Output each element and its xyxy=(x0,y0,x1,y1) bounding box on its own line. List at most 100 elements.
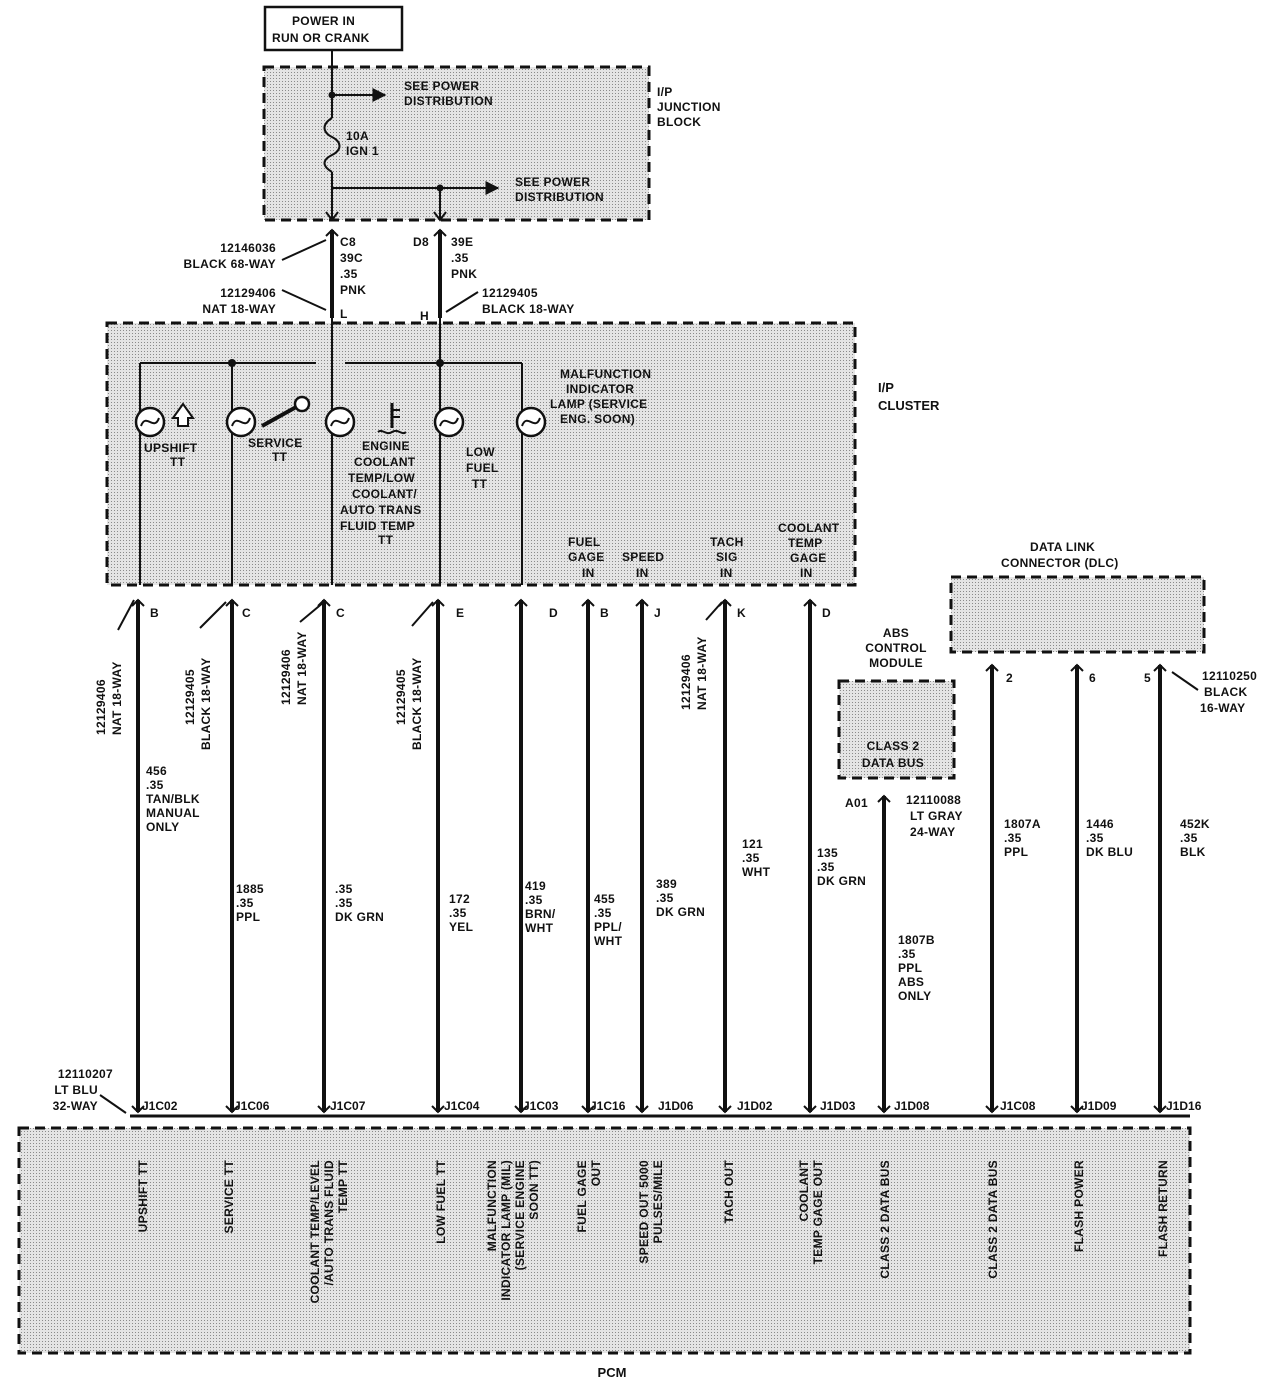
pcm-function-label: TEMP TT xyxy=(336,1160,350,1214)
engine-label-5: AUTO TRANS xyxy=(340,503,421,517)
wire-39c-1: 39C xyxy=(340,251,363,265)
side-conn-3-part: 12129406 xyxy=(279,649,293,705)
connector-chevron xyxy=(514,1105,528,1114)
wire-label: DK GRN xyxy=(656,905,705,919)
wire-top-pin: 5 xyxy=(1144,671,1151,685)
abs-inner-1: CLASS 2 xyxy=(867,739,920,753)
tach-in-3: IN xyxy=(720,566,733,580)
wire-label: .35 xyxy=(449,906,467,920)
pcm-function-label: CLASS 2 DATA BUS xyxy=(878,1160,892,1279)
side-conn-5-part: 12129406 xyxy=(679,654,693,710)
power-in-label: POWER IN RUN OR CRANK xyxy=(263,5,404,52)
connector-chevron xyxy=(985,1105,999,1114)
upshift-label-1: UPSHIFT xyxy=(144,441,198,455)
connector-chevron xyxy=(431,1105,445,1114)
wire-label: .35 xyxy=(1004,831,1022,845)
lowfuel-label-1: LOW xyxy=(466,445,495,459)
engine-label-1: ENGINE xyxy=(362,439,410,453)
conn-nat18-part: 12129406 xyxy=(220,286,276,300)
dlc-name-1: DATA LINK xyxy=(1030,540,1095,554)
wire-bottom-pin: J1C04 xyxy=(444,1099,480,1113)
dlc-conn-2: BLACK xyxy=(1204,685,1248,699)
pcm-function-label: INDICATOR LAMP (MIL) xyxy=(499,1160,513,1301)
wire-label: ONLY xyxy=(898,989,931,1003)
pcm-function-label: TEMP GAGE OUT xyxy=(811,1160,825,1265)
pcm-conn-3: 32-WAY xyxy=(53,1099,98,1113)
wire-bottom-pin: J1D03 xyxy=(820,1099,856,1113)
wire-label: 1807B xyxy=(898,933,935,947)
wire-bottom-pin: J1D08 xyxy=(894,1099,930,1113)
ipjb-name-2: JUNCTION xyxy=(657,100,721,114)
tach-in-2: SIG xyxy=(716,550,738,564)
side-conn-4-desc: BLACK 18-WAY xyxy=(410,657,424,750)
fuelgage-in-1: FUEL xyxy=(568,535,601,549)
side-conn-2-part: 12129405 xyxy=(183,669,197,725)
pcm-function-label: (SERVICE ENGINE xyxy=(513,1160,527,1270)
wire-label: PPL xyxy=(1004,845,1028,859)
connector-chevron xyxy=(131,598,145,607)
coolant-in-4: IN xyxy=(800,566,813,580)
wire-label: DK GRN xyxy=(817,874,866,888)
connector-chevron xyxy=(131,1105,145,1114)
wire-label: DK GRN xyxy=(335,910,384,924)
fuse-name: IGN 1 xyxy=(346,144,379,158)
low-fuel-lamp-icon xyxy=(433,406,465,438)
mil-label-4: ENG. SOON) xyxy=(560,412,635,426)
pin-l: L xyxy=(340,307,347,321)
connector-chevron xyxy=(514,598,528,607)
pcm-function-label: UPSHIFT TT xyxy=(136,1160,150,1233)
conn-black18-desc: BLACK 18-WAY xyxy=(482,302,575,316)
wire-label: PPL xyxy=(236,910,260,924)
wire-top-pin: C xyxy=(242,606,251,620)
engine-lamp-icon xyxy=(324,406,356,438)
wire-label: ABS xyxy=(898,975,924,989)
connector-chevron xyxy=(803,598,817,607)
wire-label: .35 xyxy=(817,860,835,874)
side-conn-4-part: 12129405 xyxy=(394,669,408,725)
engine-label-7: TT xyxy=(378,533,394,547)
pcm-function-label: MALFUNCTION xyxy=(485,1160,499,1251)
fuse-icon xyxy=(323,117,341,173)
abs-control-module: ABS CONTROL MODULE CLASS 2 DATA BUS A01 … xyxy=(837,626,962,839)
thermometer-icon xyxy=(377,403,407,435)
data-link-connector: DATA LINK CONNECTOR (DLC) 12110250 BLACK… xyxy=(949,540,1257,715)
see-power-1b: DISTRIBUTION xyxy=(404,94,493,108)
wire-label: 1885 xyxy=(236,882,264,896)
wire-top-pin: J xyxy=(654,606,661,620)
wire-top-pin: B xyxy=(150,606,159,620)
cluster-name-1: I/P xyxy=(878,380,894,395)
ipjb-name-3: BLOCK xyxy=(657,115,701,129)
conn-68way-part: 12146036 xyxy=(220,241,276,255)
cluster-name-2: CLUSTER xyxy=(878,398,940,413)
lowfuel-label-2: FUEL xyxy=(466,461,499,475)
coolant-in-1: COOLANT xyxy=(778,521,840,535)
wire-label: .35 xyxy=(335,882,353,896)
fuse-rating: 10A xyxy=(346,129,369,143)
wire-label: .35 xyxy=(335,896,353,910)
wire-top-pin: D xyxy=(549,606,558,620)
pcm-function-label: PULSES/MILE xyxy=(651,1160,665,1243)
abs-name-2: CONTROL xyxy=(865,641,926,655)
wire-label: .35 xyxy=(236,896,254,910)
wire-bottom-pin: J1C06 xyxy=(234,1099,270,1113)
wire-label: WHT xyxy=(525,921,554,935)
mil-lamp-icon xyxy=(515,406,547,438)
connector-chevron xyxy=(1070,663,1084,672)
wire-label: WHT xyxy=(742,865,771,879)
feed-wires: C8 D8 39C .35 PNK 39E .35 PNK 12146036 B… xyxy=(183,228,575,323)
engine-label-6: FLUID TEMP xyxy=(340,519,415,533)
pcm-function-label: SERVICE TT xyxy=(222,1160,236,1234)
wire-bottom-pin: J1D02 xyxy=(737,1099,773,1113)
connector-chevron xyxy=(431,598,445,607)
service-lamp-icon xyxy=(225,406,257,438)
pcm-function-label: SOON TT) xyxy=(527,1160,541,1220)
side-connector-labels: 12129406 NAT 18-WAY 12129405 BLACK 18-WA… xyxy=(94,599,723,750)
conn-black18-part: 12129405 xyxy=(482,286,538,300)
